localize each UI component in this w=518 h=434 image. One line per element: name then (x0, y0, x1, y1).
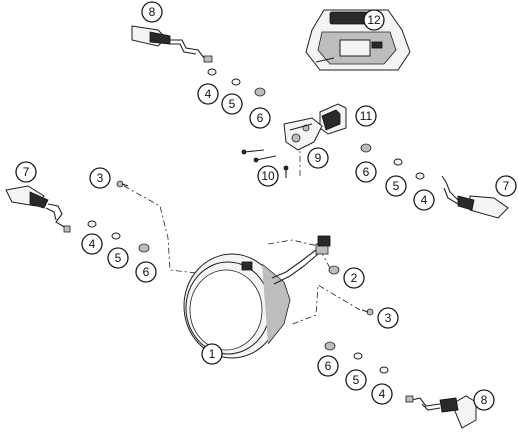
callout-1: 1 (201, 343, 223, 365)
callout-11-label: 11 (360, 109, 373, 123)
callout-4-left-label: 4 (89, 237, 96, 251)
callout-5-bottom-label: 5 (353, 373, 360, 387)
callout-5-top-label: 5 (229, 97, 236, 111)
callout-3-left-label: 3 (97, 171, 104, 185)
indicator-bottom-part (405, 395, 477, 429)
headlight-part (183, 235, 331, 359)
callout-6-bottom-label: 6 (325, 359, 332, 373)
callout-6-right: 6 (355, 161, 377, 183)
callout-6-top-label: 6 (257, 111, 264, 125)
callout-8-bottom: 8 (473, 389, 495, 411)
callout-6-left: 6 (135, 261, 157, 283)
callout-12: 12 (363, 9, 385, 31)
callout-11: 11 (355, 105, 377, 127)
callout-4-top-label: 4 (205, 87, 212, 101)
callout-6-right-label: 6 (363, 165, 370, 179)
callout-4-bottom: 4 (371, 383, 393, 405)
washers-nuts-bottom (324, 341, 389, 374)
washers-nuts-right (360, 143, 425, 180)
callout-4-top: 4 (197, 83, 219, 105)
nut-2-part (328, 265, 340, 275)
callout-4-bottom-label: 4 (379, 387, 386, 401)
callout-4-left: 4 (81, 233, 103, 255)
callout-1-label: 1 (209, 347, 216, 361)
callout-2: 2 (343, 267, 365, 289)
callout-4-right-label: 4 (421, 193, 428, 207)
callout-10-label: 10 (261, 169, 275, 183)
callout-5-left: 5 (107, 247, 129, 269)
callout-4-right: 4 (413, 189, 435, 211)
callout-8-top-label: 8 (149, 5, 156, 19)
callout-7-right: 7 (495, 175, 517, 197)
callout-6-left-label: 6 (143, 265, 150, 279)
bracket-part (283, 117, 323, 151)
washers-nuts-top (207, 68, 266, 97)
callout-9-label: 9 (315, 151, 322, 165)
plate-light-part (319, 103, 347, 135)
callout-5-bottom: 5 (345, 369, 367, 391)
tail-light-part (305, 9, 411, 71)
screw-3-left (116, 180, 129, 188)
callout-7-left-label: 7 (23, 165, 30, 179)
callout-5-top: 5 (221, 93, 243, 115)
indicator-left-part (5, 185, 71, 233)
callout-5-right-label: 5 (393, 179, 400, 193)
callout-7-left: 7 (15, 161, 37, 183)
callout-6-bottom: 6 (317, 355, 339, 377)
callout-3-right: 3 (377, 307, 399, 329)
callout-10: 10 (257, 165, 279, 187)
callout-6-top: 6 (249, 107, 271, 129)
callout-8-top: 8 (141, 1, 163, 23)
screws-part (241, 149, 289, 178)
indicator-top-part (131, 25, 213, 63)
callout-2-label: 2 (351, 271, 358, 285)
callout-3-left: 3 (89, 167, 111, 189)
screw-3-right (361, 308, 374, 316)
callout-5-left-label: 5 (115, 251, 122, 265)
callout-12-label: 12 (367, 13, 381, 27)
callout-3-right-label: 3 (385, 311, 392, 325)
callout-8-bottom-label: 8 (481, 393, 488, 407)
indicator-right-part (441, 175, 509, 219)
washers-nuts-left (87, 220, 150, 253)
callout-9: 9 (307, 147, 329, 169)
callout-7-right-label: 7 (503, 179, 510, 193)
callout-5-right: 5 (385, 175, 407, 197)
